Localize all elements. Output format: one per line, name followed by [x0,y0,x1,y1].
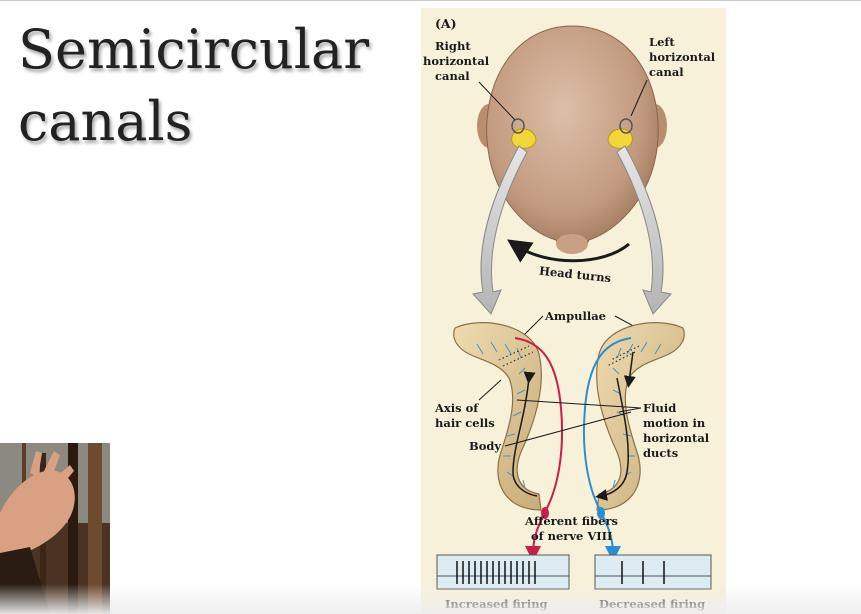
axis-line1: Axis of [434,401,479,415]
panel-letter: (A) [435,16,457,31]
right-horizontal-duct [453,322,542,511]
decreased-firing-box [594,554,712,590]
head-turns-arrow [507,239,630,263]
fluid-line4: ducts [643,446,678,460]
right-canal-line3: canal [435,69,470,83]
decreased-spike-train [621,561,665,584]
fluid-motion-label: Fluid motion in horizontal ducts [516,399,710,460]
increased-firing-box [436,554,570,590]
top-border [0,0,861,1]
ampullae-label: Ampullae [544,309,606,323]
left-projection-arrow [616,145,672,315]
slide-title-line1: Semicircular [18,18,370,81]
left-canal-line3: canal [649,65,684,79]
afferent-line2: of nerve VIII [531,529,612,543]
afferent-line1: Afferent fibers [524,514,618,528]
decreased-firing-panel: Decreased firing [594,554,712,611]
hair-cell-axis [498,345,640,367]
fluid-line2: motion in [643,416,706,430]
left-canal-line1: Left [649,35,675,49]
body-text: Body [469,439,501,453]
left-ear-organ [607,118,633,149]
body-label: Body [469,411,632,453]
semicircular-canals-figure: (A) Right horizontal canal Left horizont… [421,8,726,614]
head-top-view [477,25,667,254]
person-webcam-icon [0,443,110,614]
afferent-fibers-label: Afferent fibers of nerve VIII [524,514,618,543]
increased-firing-panel: Increased firing [436,554,570,611]
right-canal-line2: horizontal [423,54,490,68]
right-projection-arrow [472,145,528,315]
decreased-firing-label: Decreased firing [599,597,705,611]
axis-line2: hair cells [435,416,495,430]
left-canal-line2: horizontal [649,50,716,64]
increased-firing-label: Increased firing [445,597,548,611]
webcam-feed [0,443,110,614]
head-turns-label: Head turns [538,264,611,285]
right-canal-line1: Right [435,39,471,53]
slide-title: Semicircular canals [18,14,398,158]
slide-title-line2: canals [18,90,193,153]
left-horizontal-duct [595,322,685,511]
left-canal-label: Left horizontal canal [630,35,716,117]
right-ear-organ [511,118,537,149]
right-canal-label: Right horizontal canal [423,39,516,121]
decreased-nerve-fiber [582,337,632,562]
increased-spike-train [456,561,536,584]
fluid-line3: horizontal [643,431,710,445]
fluid-line1: Fluid [643,401,676,415]
figure-svg: (A) Right horizontal canal Left horizont… [423,16,716,611]
increased-nerve-fiber [514,337,564,562]
axis-of-hair-cells-label: Axis of hair cells [434,379,502,430]
